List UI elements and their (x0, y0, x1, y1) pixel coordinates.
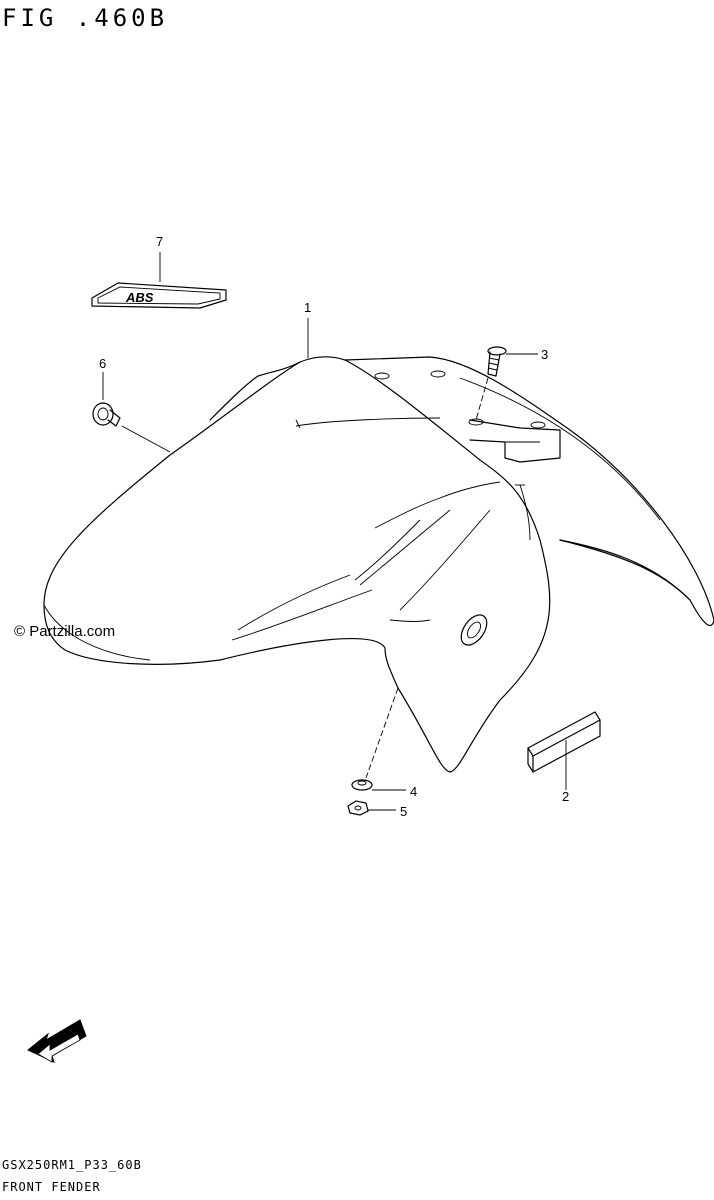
bolt[interactable] (92, 402, 121, 427)
leader-line-3-assembly (475, 377, 489, 421)
callout-1[interactable]: 1 (304, 300, 311, 315)
abs-emblem[interactable]: ABS (91, 282, 227, 309)
screw[interactable] (487, 346, 507, 377)
abs-badge-text: ABS (125, 290, 154, 305)
nut[interactable] (347, 800, 369, 816)
callout-7[interactable]: 7 (156, 234, 163, 249)
model-code: GSX250RM1_P33_60B (2, 1158, 142, 1172)
label-pad[interactable] (527, 711, 601, 773)
callout-5[interactable]: 5 (400, 804, 407, 819)
washer[interactable] (351, 779, 373, 791)
watermark-text: © Partzilla.com (14, 623, 115, 640)
callout-2[interactable]: 2 (562, 789, 569, 804)
callout-3[interactable]: 3 (541, 347, 548, 362)
section-name: FRONT FENDER (2, 1180, 101, 1194)
fwd-arrow-icon: FWD (27, 1019, 87, 1063)
callout-6[interactable]: 6 (99, 356, 106, 371)
callout-4[interactable]: 4 (410, 784, 417, 799)
leader-line-4-assembly (365, 687, 399, 779)
leader-line-6-assembly (121, 425, 171, 453)
front-fender[interactable] (43, 356, 714, 773)
figure-title: FIG .460B (2, 4, 169, 32)
